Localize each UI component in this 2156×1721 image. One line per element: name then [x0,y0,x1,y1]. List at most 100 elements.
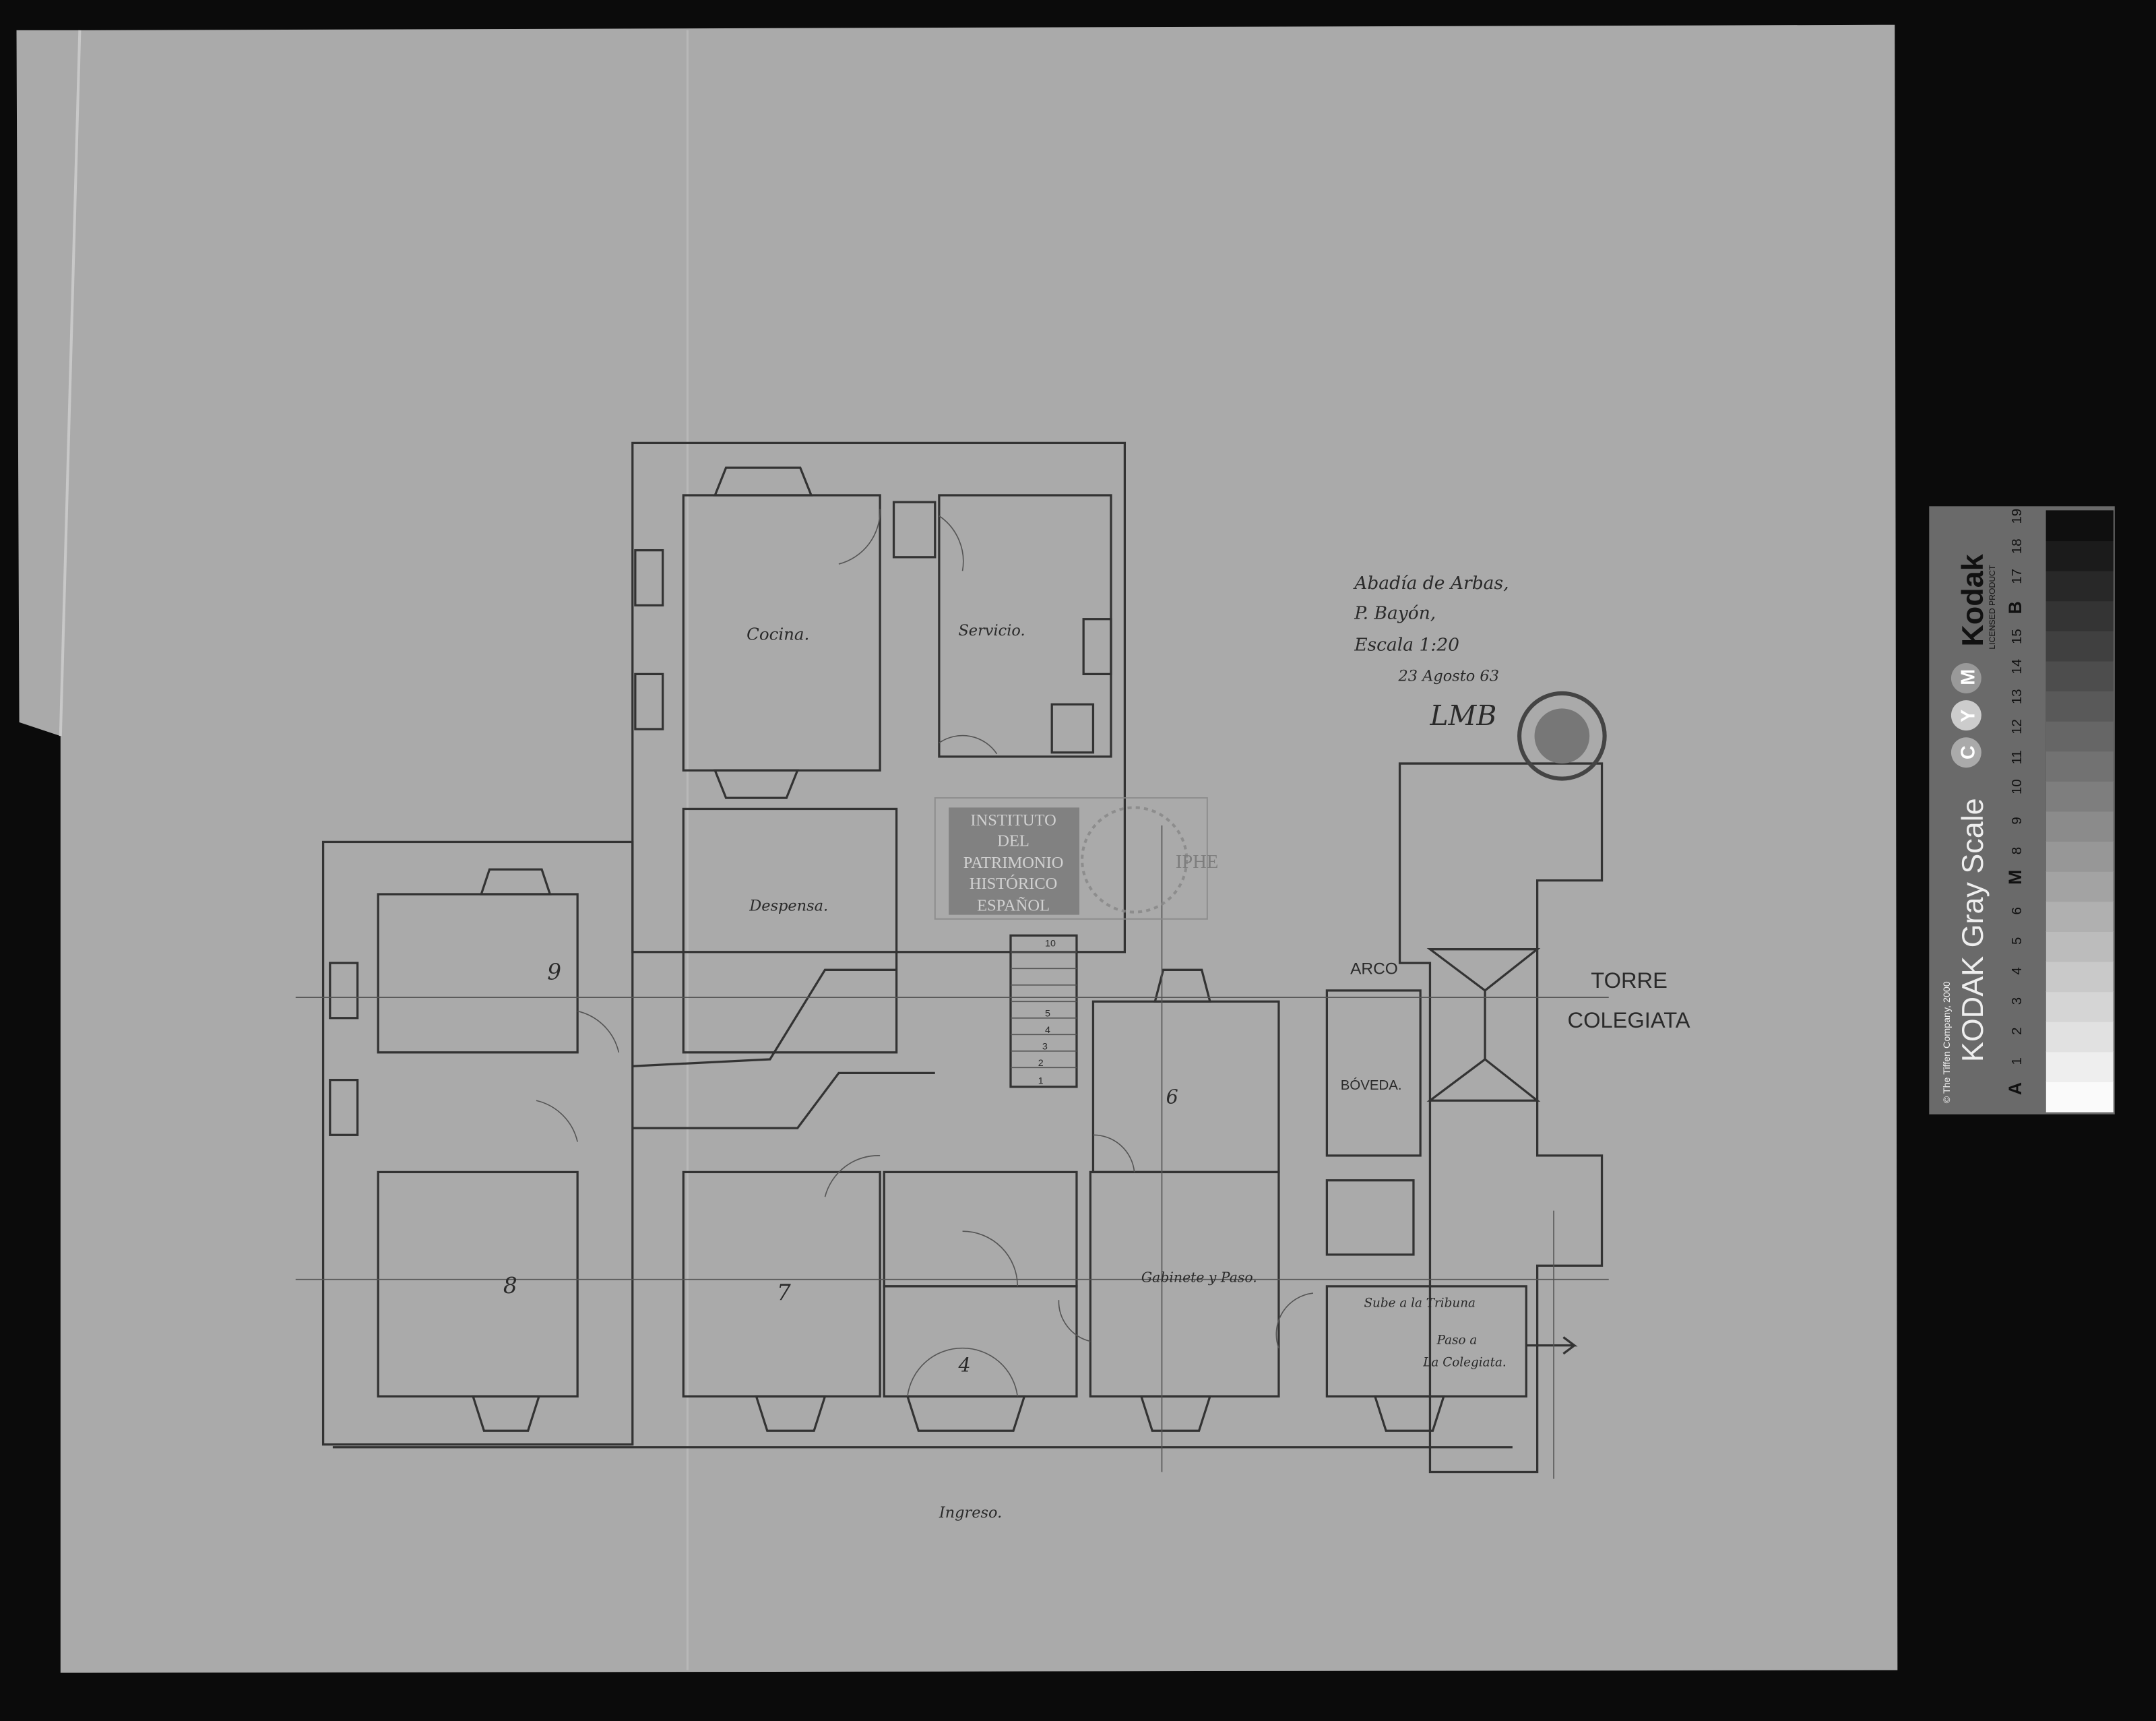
left-wing-outline [321,840,634,1446]
signature: LMB [1429,699,1496,732]
scale-label: 19 [2010,509,2025,524]
scale-label: 4 [2010,967,2025,974]
iphe-watermark: INSTITUTO DEL PATRIMONIO HISTÓRICO ESPAÑ… [934,797,1218,920]
svg-text:2: 2 [1038,1058,1044,1069]
gray-step-9 [2046,811,2114,842]
scale-label: 5 [2010,937,2025,945]
svg-text:LICENSED PRODUCT: LICENSED PRODUCT [1988,565,1997,650]
fold-line [59,30,82,737]
corridor-wall [632,968,897,1067]
gray-step-10 [2046,780,2114,812]
scale-label: B [2005,601,2025,614]
gray-step-B [2046,600,2114,631]
svg-text:© The Tiffen Company, 2000: © The Tiffen Company, 2000 [1942,981,1953,1103]
svg-text:C: C [1958,745,1979,759]
label-room-4: 4 [957,1353,970,1376]
gray-step-4 [2046,961,2114,993]
svg-text:Kodak: Kodak [1955,553,1990,646]
scale-label: 9 [2010,817,2025,824]
scale-label: 3 [2010,997,2025,1005]
gray-step-15 [2046,630,2114,662]
note-line-2: P. Bayón, [1354,603,1436,624]
scale-label: 17 [2010,569,2025,584]
servicio-shaft [1050,703,1095,754]
gray-step-3 [2046,991,2114,1022]
label-torre: TORRE [1591,968,1668,993]
svg-text:5: 5 [1045,1009,1050,1020]
scale-label: 6 [2010,907,2025,914]
ministry-stamp [1517,691,1607,781]
scale-label: A [2005,1082,2025,1095]
scale-label: 14 [2010,659,2025,675]
label-paso-a: Paso a [1436,1334,1478,1348]
svg-text:PATRIMONIO: PATRIMONIO [963,854,1064,872]
gray-step-12 [2046,720,2114,752]
scale-label: 13 [2010,689,2025,704]
tower-block-outline [631,441,1127,953]
label-room-6: 6 [1166,1085,1178,1108]
small-square [1325,1179,1415,1256]
hall [883,1170,1078,1288]
label-arco: ARCO [1350,960,1398,978]
kodak-gray-card: © The Tiffen Company, 2000 KODAK Gray Sc… [1929,506,2115,1115]
note-date: 23 Agosto 63 [1398,668,1499,685]
svg-text:HISTÓRICO: HISTÓRICO [970,874,1058,893]
svg-text:1: 1 [1038,1076,1044,1087]
stair-numbers: 1 2 3 4 5 10 [1038,939,1056,1087]
gray-step-A [2046,1081,2114,1113]
gray-step-2 [2046,1021,2114,1053]
label-servicio: Servicio. [958,622,1025,639]
corridor-wall [632,1071,935,1129]
gray-step-14 [2046,660,2114,692]
gray-step-5 [2046,931,2114,962]
scale-label: 2 [2010,1028,2025,1035]
label-colegiata: COLEGIATA [1568,1007,1690,1032]
gray-step-17 [2046,570,2114,602]
gray-step-6 [2046,901,2114,932]
scale-label: 12 [2010,719,2025,734]
svg-text:3: 3 [1042,1042,1048,1053]
room-boveda [1325,989,1422,1157]
torre-cross-vault [1426,948,1541,1102]
gray-step-M [2046,871,2114,902]
room-9 [377,893,579,1054]
svg-text:KODAK Gray Scale: KODAK Gray Scale [1955,798,1990,1062]
staircase [1009,934,1078,1088]
scale-label: 8 [2010,847,2025,854]
scale-label: 10 [2010,779,2025,794]
stair-treads [1011,951,1077,1069]
label-sube-tribuna: Sube a la Tribuna [1364,1296,1476,1310]
door-swings [536,509,1314,1397]
label-despensa: Despensa. [749,898,828,915]
label-cocina: Cocina. [747,624,809,644]
gray-step-19 [2046,510,2114,542]
gray-step-1 [2046,1051,2114,1082]
torre-colegiata-outline [1398,762,1604,1474]
gray-step-8 [2046,841,2114,872]
svg-text:10: 10 [1045,939,1056,949]
svg-text:Y: Y [1958,710,1979,722]
label-la-colegiata: La Colegiata. [1422,1355,1507,1369]
note-scale: Escala 1:20 [1354,635,1459,656]
windows [329,466,1446,1432]
svg-text:DEL: DEL [997,832,1029,850]
room-despensa [682,807,898,1054]
svg-text:4: 4 [1045,1025,1050,1036]
svg-text:IPHE: IPHE [1176,852,1218,873]
label-room-8: 8 [503,1273,517,1298]
svg-text:INSTITUTO: INSTITUTO [970,811,1056,830]
scale-label: M [2005,870,2025,885]
svg-text:M: M [1958,669,1979,685]
floor-plan [295,441,1609,1479]
label-ingreso: Ingreso. [939,1504,1002,1522]
label-room-7: 7 [777,1280,791,1305]
scale-label: 11 [2010,750,2025,764]
scale-label: 1 [2010,1057,2025,1065]
scale-label: 18 [2010,538,2025,554]
label-room-9: 9 [547,960,561,985]
label-gabinete: Gabinete y Paso. [1141,1270,1257,1286]
gray-step-13 [2046,691,2114,722]
svg-text:ESPAÑOL: ESPAÑOL [977,896,1050,915]
